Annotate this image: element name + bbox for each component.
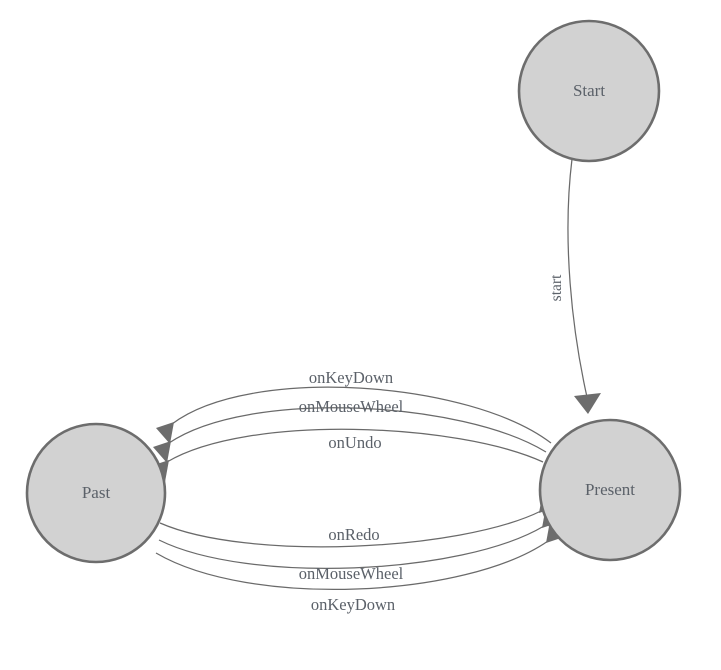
node-past[interactable]: Past	[25, 422, 167, 564]
edge-path	[158, 525, 545, 570]
edge-label-present-past-onmousewheel: onMouseWheel	[299, 397, 404, 416]
edge-label-start: start	[548, 274, 565, 301]
edge-label-past-present-onkeydown: onKeyDown	[311, 595, 395, 614]
edge-path	[567, 158, 588, 398]
arrowhead-icon	[156, 422, 174, 444]
node-start-circle	[517, 19, 661, 163]
edge-start-to-present[interactable]	[567, 158, 601, 414]
edge-path	[155, 540, 549, 590]
edge-label-present-past-onundo: onUndo	[328, 433, 381, 452]
edge-path	[166, 428, 544, 463]
edge-path	[171, 386, 552, 444]
node-start-label: Start	[573, 81, 605, 100]
edge-label-past-present-onredo: onRedo	[328, 525, 379, 544]
node-start[interactable]: Start	[517, 19, 661, 163]
node-past-circle	[25, 422, 167, 564]
edge-path	[168, 407, 547, 453]
edge-present-to-past-onmousewheel[interactable]	[153, 407, 547, 463]
node-present-label: Present	[585, 480, 635, 499]
arrowhead-icon	[153, 441, 171, 463]
edge-present-to-past-onkeydown[interactable]	[156, 386, 552, 444]
node-present-circle	[538, 418, 682, 562]
edge-path	[159, 510, 542, 548]
edge-label-past-present-onmousewheel: onMouseWheel	[299, 564, 404, 583]
node-past-label: Past	[82, 483, 111, 502]
node-present[interactable]: Present	[538, 418, 682, 562]
edge-label-present-past-onkeydown: onKeyDown	[309, 368, 393, 387]
arrowhead-icon	[574, 393, 601, 414]
